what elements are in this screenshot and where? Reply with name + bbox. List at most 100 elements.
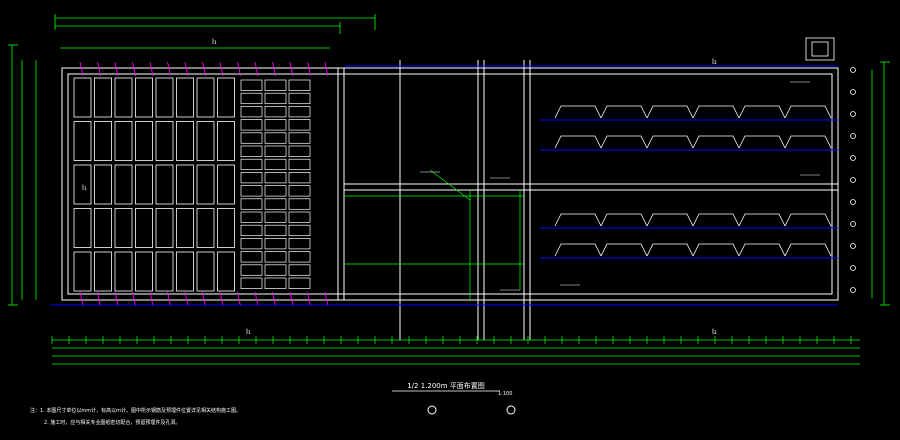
slab-cell xyxy=(240,145,263,157)
filter-cell xyxy=(155,251,174,292)
grid-bubble xyxy=(850,89,856,95)
slab-cell xyxy=(288,172,311,184)
slab-cell xyxy=(240,92,263,105)
slab-cell xyxy=(288,198,311,210)
pile-marker-bottom xyxy=(307,291,311,307)
slab-cell xyxy=(288,106,311,118)
slab-cell-grid xyxy=(240,79,311,289)
pile-marker-top xyxy=(324,61,329,77)
pile-marker-bottom xyxy=(114,291,119,307)
slab-cell xyxy=(264,211,287,223)
slab-cell xyxy=(240,251,263,263)
filter-cell xyxy=(217,164,235,205)
filter-cell xyxy=(217,77,235,118)
pipe-bracket xyxy=(554,243,832,257)
slab-cell xyxy=(240,106,263,118)
filter-cell xyxy=(217,251,235,292)
top-dimension-lines xyxy=(54,14,376,49)
slab-cell xyxy=(264,251,287,263)
pile-marker-top xyxy=(219,61,224,77)
slab-cell xyxy=(288,211,311,223)
filter-cell xyxy=(176,208,194,248)
grid-bubble xyxy=(850,177,856,183)
annotation-leaders xyxy=(410,81,820,301)
centre-lines xyxy=(344,169,524,300)
slab-cell xyxy=(288,277,311,289)
slab-cell xyxy=(288,224,311,237)
bottom-dimension-chain xyxy=(51,336,860,365)
pile-marker-bottom xyxy=(237,291,241,307)
pipe-bracket xyxy=(554,105,832,119)
slab-cell xyxy=(264,238,287,250)
grid-label-bottom-left: l₁ xyxy=(246,328,251,336)
filter-cell xyxy=(114,121,133,161)
filter-cell xyxy=(135,121,153,161)
slab-cell xyxy=(240,158,263,171)
drawing-title: 1/2 1.200m 平面布置图 xyxy=(407,381,485,390)
slab-cell xyxy=(288,185,311,197)
grid-label-top-left: l₁ xyxy=(212,38,217,46)
pile-marker-top xyxy=(132,61,136,77)
pile-marker-bottom xyxy=(149,291,154,307)
pile-marker-bottom xyxy=(254,291,259,307)
slab-cell xyxy=(288,79,311,91)
filter-cell xyxy=(135,77,153,118)
note-line-1: 注：1. 本图尺寸单位以mm计，标高以m计。图中所示钢筋及预埋件位置详见相关结构… xyxy=(30,407,241,414)
slab-cell xyxy=(264,185,287,197)
pile-marker-top xyxy=(237,61,241,77)
filter-cell xyxy=(217,121,235,161)
slab-cell xyxy=(240,211,263,223)
pile-marker-top xyxy=(202,61,206,77)
slab-cell xyxy=(264,264,287,276)
pile-marker-bottom xyxy=(97,291,101,307)
filter-cell xyxy=(196,208,215,248)
pile-marker-bottom xyxy=(219,291,224,307)
pile-marker-bottom xyxy=(272,291,276,307)
filter-cell xyxy=(176,164,194,205)
slab-cell xyxy=(288,145,311,157)
filter-cell xyxy=(114,77,133,118)
filter-cell xyxy=(135,251,153,292)
filter-cell xyxy=(94,164,112,205)
filter-cell xyxy=(196,121,215,161)
grid-label-mid-left: l₁ xyxy=(82,184,87,192)
grid-bubble xyxy=(850,265,856,271)
pile-marker-bottom xyxy=(289,291,294,307)
note-marker-2 xyxy=(506,405,516,415)
pile-marker-bottom xyxy=(202,291,206,307)
grid-label-bottom-right: l₂ xyxy=(712,328,717,336)
detail-box-top-right xyxy=(805,37,835,61)
slab-cell xyxy=(240,185,263,197)
pile-marker-top xyxy=(149,61,154,77)
filter-cell xyxy=(73,77,92,118)
axis-lines xyxy=(50,65,838,306)
filter-cell xyxy=(176,121,194,161)
filter-cell xyxy=(114,164,133,205)
filter-cell xyxy=(135,164,153,205)
filter-cell xyxy=(176,77,194,118)
pile-marker-top xyxy=(272,61,276,77)
filter-cell xyxy=(155,121,174,161)
filter-cell xyxy=(94,77,112,118)
filter-cell xyxy=(94,251,112,292)
pile-marker-top xyxy=(307,61,311,77)
filter-cell-grid xyxy=(73,77,235,292)
slab-cell xyxy=(264,106,287,118)
filter-cell xyxy=(196,251,215,292)
slab-cell xyxy=(264,224,287,237)
pile-marker-top xyxy=(184,61,189,77)
slab-cell xyxy=(288,132,311,144)
slab-cell xyxy=(240,79,263,91)
pile-marker-bottom xyxy=(79,291,84,307)
filter-cell xyxy=(196,77,215,118)
tank-outline xyxy=(61,60,839,340)
slab-cell xyxy=(240,132,263,144)
grid-bubbles-right xyxy=(850,67,856,293)
slab-cell xyxy=(240,198,263,210)
filter-cell xyxy=(73,121,92,161)
pile-markers xyxy=(79,61,329,307)
filter-cell xyxy=(135,208,153,248)
filter-cell xyxy=(176,251,194,292)
filter-cell xyxy=(73,251,92,292)
